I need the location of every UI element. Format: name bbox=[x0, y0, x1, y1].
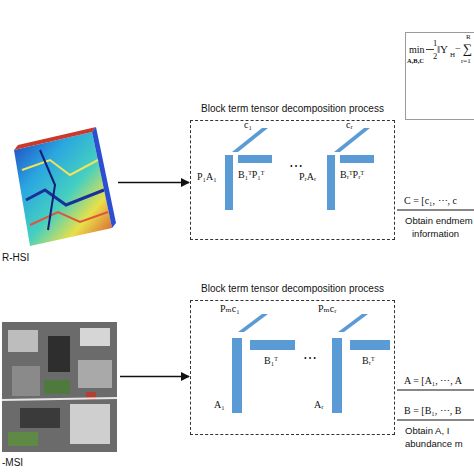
factor-matrix bbox=[232, 338, 242, 413]
figure-label: Obtain A, I bbox=[405, 426, 449, 436]
endmember-vector bbox=[232, 128, 268, 152]
output-lines bbox=[397, 210, 474, 420]
figure-label: A = [A₁, ⋯, A bbox=[404, 376, 462, 386]
output-line bbox=[397, 420, 474, 421]
figure-label: cᵣ bbox=[346, 120, 353, 130]
btd-msi-factors bbox=[232, 314, 390, 413]
msi-input: -MSI bbox=[0, 318, 120, 472]
hsi-stripe bbox=[30, 212, 108, 225]
connector-layer bbox=[118, 183, 189, 377]
endmember-vector bbox=[338, 314, 368, 332]
hsi-top-edge bbox=[14, 127, 96, 150]
flow-arrow bbox=[120, 376, 189, 377]
msi-vegetation bbox=[8, 432, 38, 446]
btd-process-box: Block term tensor decomposition process bbox=[190, 300, 395, 435]
msi-building bbox=[48, 336, 70, 372]
node-text: R-HSI bbox=[2, 253, 29, 263]
node-text: A,B,C bbox=[407, 58, 424, 65]
factor-matrix bbox=[238, 155, 272, 163]
figure-label: Bᵣᵀ bbox=[362, 356, 375, 366]
node-text: Block term tensor decomposition process bbox=[191, 284, 394, 294]
factor-matrix bbox=[225, 155, 233, 210]
figure-label: C = [c₁, ⋯, c bbox=[404, 196, 457, 206]
figure-label: Pₘc₁ bbox=[220, 304, 240, 314]
figure-label: abundance m bbox=[405, 439, 463, 449]
figure-label: BᵣᵀPᵣᵀ bbox=[340, 170, 364, 180]
objective-box: minA,B,C 1 2‖YH−∑Rr=1 bbox=[405, 32, 474, 120]
node-text: Block term tensor decomposition process bbox=[191, 104, 394, 114]
node-text: R bbox=[466, 34, 471, 41]
figure-label: ⋯ bbox=[303, 352, 317, 366]
node-text: min bbox=[409, 45, 425, 55]
msi-building bbox=[12, 366, 40, 396]
node-text: ∑ bbox=[463, 42, 472, 55]
figure-label: B₁ᵀP₁ᵀ bbox=[238, 170, 264, 180]
btd-hsi-factors bbox=[225, 128, 374, 210]
hsi-stripe bbox=[22, 160, 98, 175]
endmember-vector bbox=[238, 314, 268, 332]
endmember-vector bbox=[334, 128, 370, 152]
msi-image bbox=[2, 322, 117, 452]
btd-process-box: Block term tensor decomposition process bbox=[190, 120, 395, 240]
msi-building bbox=[8, 330, 38, 352]
factor-matrix bbox=[250, 340, 295, 350]
flow-arrow bbox=[118, 182, 189, 183]
msi-road bbox=[2, 398, 117, 400]
msi-building bbox=[80, 328, 110, 346]
msi-ground bbox=[2, 322, 117, 452]
hsi-input: R-HSI bbox=[0, 125, 118, 270]
node-text: ‖Y bbox=[437, 44, 448, 55]
msi-building bbox=[78, 360, 112, 388]
factor-matrix bbox=[332, 338, 342, 413]
hsi-stripe bbox=[40, 150, 55, 230]
msi-building bbox=[20, 408, 60, 428]
figure-label: Pₘcᵣ bbox=[318, 304, 336, 314]
figure-label: c₁ bbox=[244, 120, 252, 130]
figure-label: A₁ bbox=[214, 400, 225, 410]
node-text: -MSI bbox=[2, 458, 23, 468]
figure-label: information bbox=[412, 229, 459, 239]
msi-vegetation bbox=[44, 380, 70, 394]
factor-matrix bbox=[327, 155, 335, 210]
figure-label: B = [B₁, ⋯, B bbox=[404, 406, 461, 416]
hsi-stripe bbox=[26, 190, 104, 205]
figure-label: PᵣAᵣ bbox=[299, 172, 316, 182]
node-text: 2 bbox=[433, 52, 437, 61]
node-text: r=1 bbox=[461, 58, 471, 65]
msi-building bbox=[70, 404, 110, 444]
node-text: − bbox=[455, 44, 461, 54]
figure-label: P₁A₁ bbox=[197, 172, 217, 182]
factor-matrix bbox=[340, 155, 374, 163]
node-text: 1 bbox=[433, 39, 437, 48]
output-line bbox=[397, 390, 474, 391]
figure-label: Aᵣ bbox=[314, 400, 324, 410]
factor-matrix bbox=[350, 340, 390, 350]
node-text: H bbox=[450, 52, 455, 59]
hsi-image bbox=[14, 127, 116, 246]
output-line bbox=[397, 210, 474, 211]
figure-label: B₁ᵀ bbox=[264, 356, 278, 366]
fraction-bar bbox=[426, 49, 434, 50]
figure-label: Obtain endmem bbox=[405, 216, 473, 226]
